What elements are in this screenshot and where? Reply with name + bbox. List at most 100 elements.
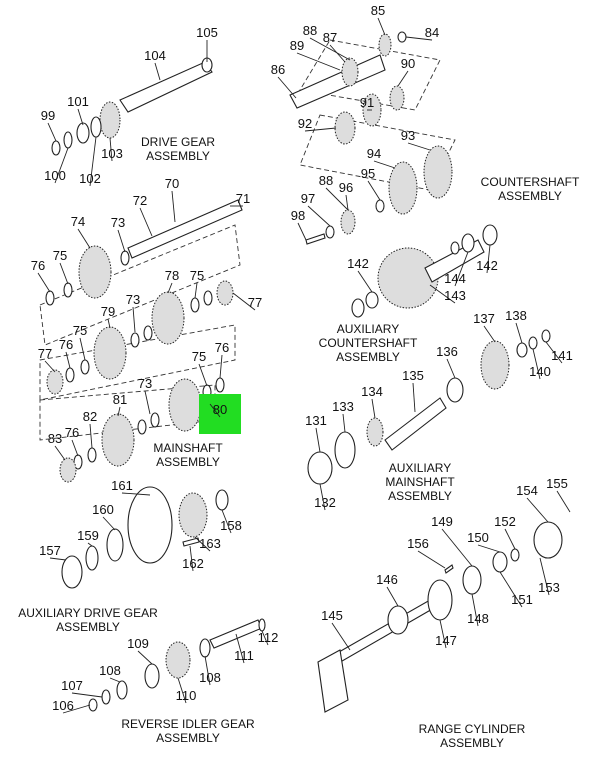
- part-label-83: 83: [48, 431, 62, 446]
- aux-mainshaft-135: [384, 397, 447, 451]
- leader-84: [405, 36, 433, 41]
- dashed-box-mainshaft-1: [39, 224, 241, 346]
- part-label-141: 141: [551, 348, 573, 363]
- part-label-101: 101: [67, 94, 89, 109]
- part-label-91: 91: [360, 95, 374, 110]
- gear-74: [78, 245, 112, 299]
- washer-108b: [116, 680, 128, 700]
- part-label-133: 133: [332, 399, 354, 414]
- leader-142: [357, 270, 373, 293]
- leader-108-2: [204, 655, 211, 686]
- gear-163: [178, 492, 208, 538]
- part-label-75-2: 75: [190, 268, 204, 283]
- washer-138: [516, 342, 528, 358]
- leader-75: [59, 262, 69, 285]
- leader-146: [386, 586, 399, 607]
- leader-108: [109, 677, 121, 683]
- ring-160: [106, 528, 124, 562]
- part-label-131: 131: [305, 413, 327, 428]
- bearing-134: [366, 417, 384, 447]
- assembly-title-line: ASSEMBLY: [156, 455, 220, 469]
- washer-73: [120, 250, 130, 266]
- gear-81: [101, 413, 135, 467]
- part-label-161: 161: [111, 478, 133, 493]
- part-label-73-3: 73: [138, 376, 152, 391]
- leader-132: [319, 483, 326, 511]
- drive-gear-parts: [51, 57, 213, 156]
- part-label-94: 94: [367, 146, 381, 161]
- part-label-108-2: 108: [199, 670, 221, 685]
- gear-137: [480, 340, 510, 390]
- leader-79: [107, 318, 111, 329]
- leader-74: [77, 228, 91, 249]
- part-label-74: 74: [71, 214, 85, 229]
- leader-103: [109, 137, 113, 162]
- aux-countershaft-gear-143: [377, 247, 439, 309]
- part-label-110: 110: [176, 688, 197, 703]
- leader-94: [373, 160, 396, 169]
- part-label-160: 160: [92, 502, 114, 517]
- leader-156: [417, 550, 446, 569]
- leader-145: [331, 622, 351, 651]
- leader-78: [167, 282, 173, 294]
- part-label-154: 154: [516, 483, 538, 498]
- ring-76: [45, 290, 55, 306]
- leader-106: [62, 704, 91, 714]
- part-label-140: 140: [529, 364, 551, 379]
- assembly-title-line: AUXILIARY: [389, 461, 451, 475]
- leader-110: [177, 677, 187, 704]
- leader-133: [342, 413, 346, 433]
- plate-107: [101, 689, 111, 705]
- highlight-box-80[interactable]: [199, 394, 241, 434]
- gear-133: [334, 431, 356, 469]
- leader-77-2: [44, 360, 56, 373]
- part-label-89: 89: [290, 38, 304, 53]
- leader-131: [315, 427, 321, 453]
- yoke-145: [317, 649, 349, 713]
- leader-73: [117, 229, 126, 253]
- washer-75c: [80, 359, 90, 375]
- leader-82: [89, 423, 93, 449]
- leader-135: [412, 382, 416, 413]
- leader-97: [307, 205, 331, 227]
- part-label-105: 105: [196, 25, 218, 40]
- countershaft-parts: [289, 31, 453, 245]
- aux-drive-gear-parts: [61, 486, 229, 589]
- ring-102: [90, 116, 102, 138]
- gear-77b: [46, 369, 64, 395]
- gear-93: [423, 145, 453, 199]
- part-label-80: 80: [213, 402, 227, 417]
- part-label-76: 76: [31, 258, 45, 273]
- gear-94: [388, 161, 418, 215]
- part-label-106: 106: [52, 698, 74, 713]
- leader-76-2: [65, 351, 71, 369]
- part-label-138: 138: [505, 308, 527, 323]
- plate-131: [307, 451, 333, 485]
- assembly-title-line: ASSEMBLY: [498, 189, 562, 203]
- part-label-98: 98: [291, 208, 305, 223]
- leader-96: [345, 194, 349, 211]
- leader-158: [221, 509, 232, 534]
- part-label-145: 145: [321, 608, 343, 623]
- assembly-title-line: COUNTERSHAFT: [481, 175, 580, 189]
- ring-158: [215, 489, 229, 511]
- snap-ring-99: [51, 140, 61, 156]
- leader-88-2: [325, 187, 349, 211]
- ring-149: [462, 565, 482, 595]
- ring-73e: [137, 419, 147, 435]
- leader-92: [304, 127, 337, 132]
- part-label-75-3: 75: [73, 323, 87, 338]
- leader-89: [296, 52, 341, 71]
- part-label-88: 88: [303, 23, 317, 38]
- ring-76c: [65, 367, 75, 383]
- assembly-title-line: MAINSHAFT: [385, 475, 455, 489]
- part-label-162: 162: [182, 556, 204, 571]
- range-cylinder-parts: [317, 521, 563, 713]
- part-label-100: 100: [44, 168, 66, 183]
- bearing-142a: [482, 224, 498, 246]
- part-label-76-4: 76: [65, 425, 79, 440]
